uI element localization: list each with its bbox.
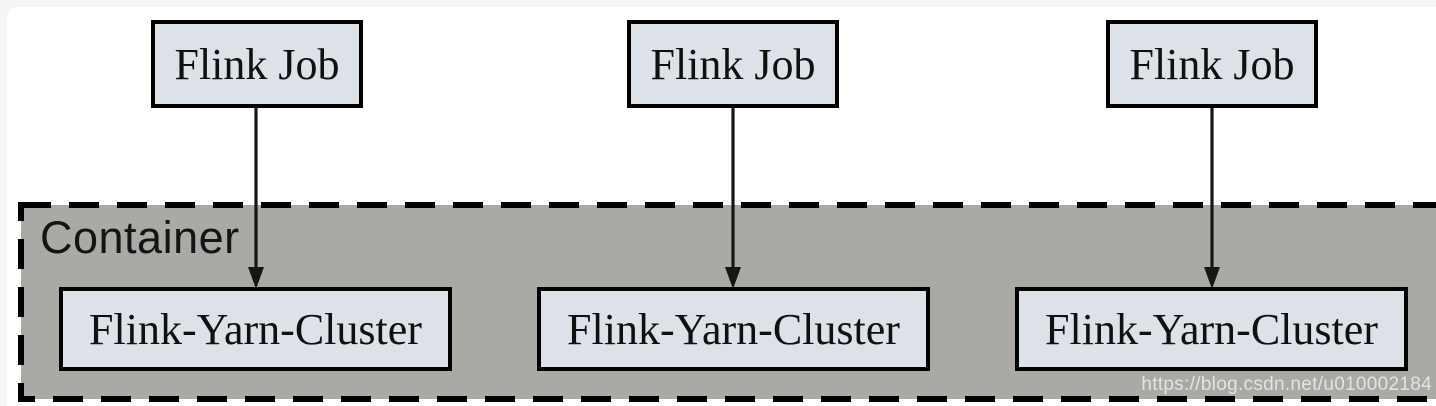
flink-yarn-cluster-node-3: Flink-Yarn-Cluster <box>1015 287 1408 371</box>
arrow-job3-to-cluster3 <box>1204 107 1220 289</box>
flink-job-node-3: Flink Job <box>1106 20 1318 108</box>
watermark: https://blog.csdn.net/u010002184 <box>1141 374 1432 395</box>
flink-job-node-1: Flink Job <box>151 20 363 108</box>
flink-yarn-cluster-label: Flink-Yarn-Cluster <box>567 304 900 354</box>
arrowhead-icon <box>1204 267 1220 289</box>
flink-job-label: Flink Job <box>650 39 816 89</box>
arrowhead-icon <box>248 267 264 289</box>
container-label: Container <box>40 212 240 263</box>
flink-yarn-cluster-node-2: Flink-Yarn-Cluster <box>537 287 930 371</box>
arrow-job2-to-cluster2 <box>725 107 741 289</box>
flink-yarn-cluster-node-1: Flink-Yarn-Cluster <box>59 287 452 371</box>
flink-job-label: Flink Job <box>174 39 340 89</box>
flink-job-node-2: Flink Job <box>627 20 839 108</box>
flink-yarn-cluster-label: Flink-Yarn-Cluster <box>89 304 422 354</box>
flink-job-label: Flink Job <box>1129 39 1295 89</box>
flink-yarn-cluster-label: Flink-Yarn-Cluster <box>1045 304 1378 354</box>
arrow-job1-to-cluster1 <box>248 107 264 289</box>
arrowhead-icon <box>725 267 741 289</box>
